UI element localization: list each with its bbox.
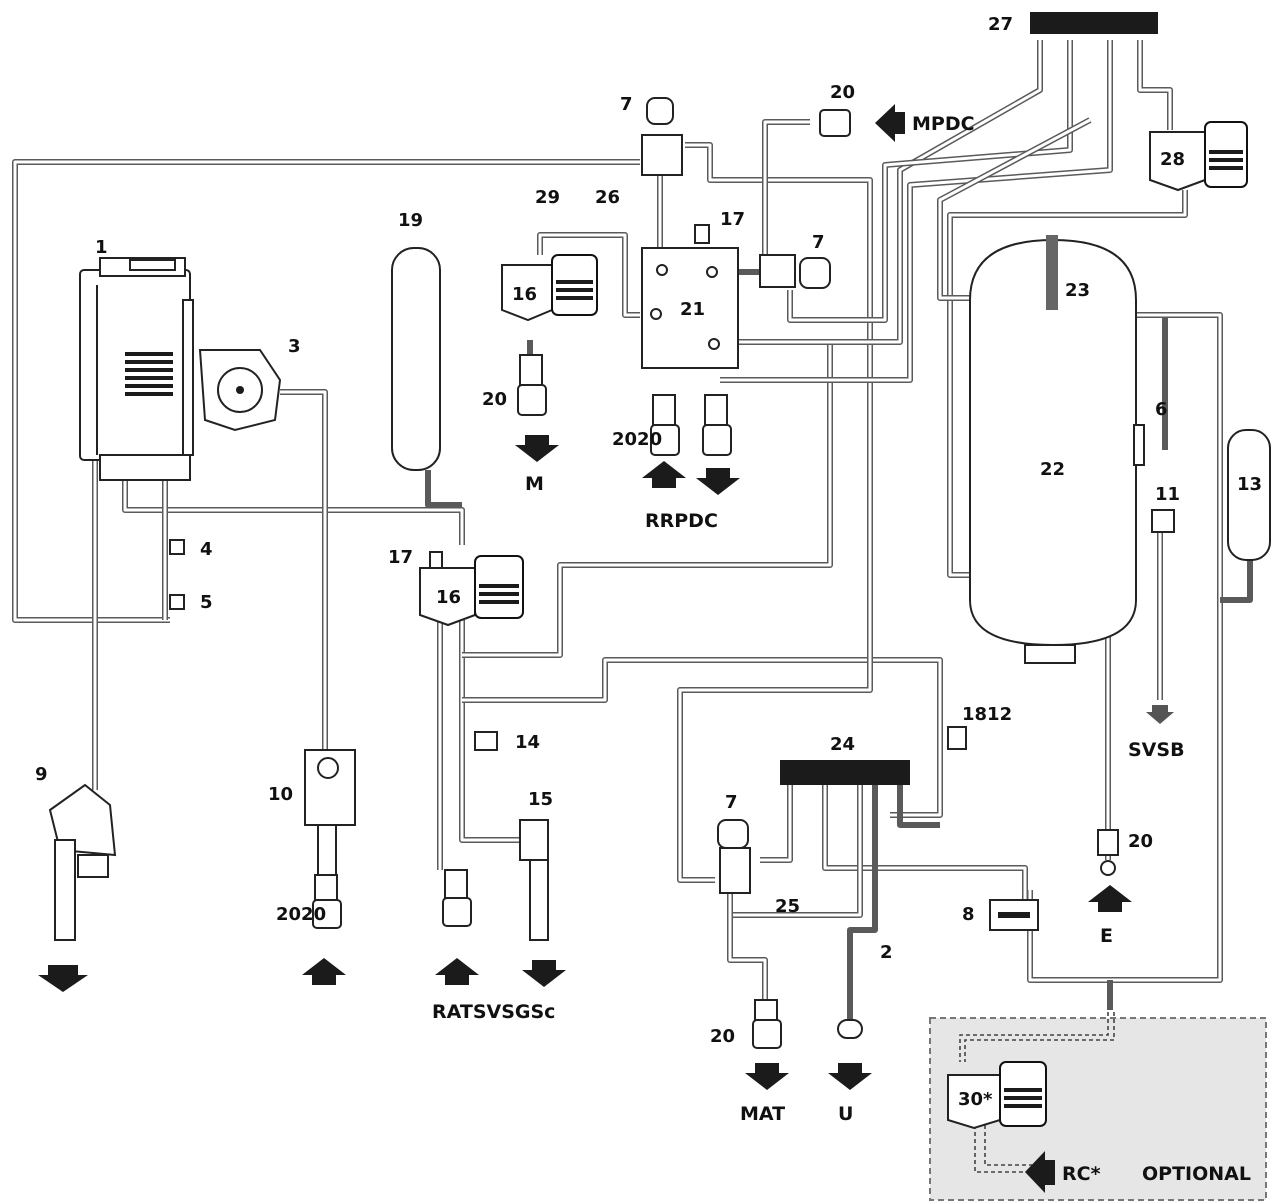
- fitting-valves: [169, 109, 1175, 1049]
- flow-label-e: E: [1100, 925, 1113, 947]
- three-way-valve-7-bottom: [717, 819, 751, 894]
- arrow-down-icon: [38, 965, 88, 992]
- boiler-grille: [125, 352, 173, 396]
- label-17-upper: 17: [720, 209, 745, 230]
- component-labels: 1 3 4 5 9 10 2020 19 17 16 14 15 7 29 26…: [35, 14, 1262, 1110]
- label-15: 15: [528, 789, 553, 810]
- label-3: 3: [288, 336, 301, 357]
- label-11: 11: [1155, 484, 1180, 505]
- arrow-up-icon: [435, 958, 479, 985]
- manifold-24: [780, 760, 910, 785]
- flow-label-ratsvsgsc: RATSVSGSc: [432, 1001, 555, 1023]
- label-29: 29: [535, 187, 560, 208]
- arrow-up-icon: [1088, 885, 1132, 912]
- label-4: 4: [200, 539, 213, 560]
- flow-label-mpdc: MPDC: [912, 113, 975, 135]
- arrow-down-icon: [515, 435, 559, 462]
- label-27: 27: [988, 14, 1013, 35]
- arrow-left-icon: [875, 104, 905, 142]
- label-7-top: 7: [620, 94, 633, 115]
- gas-valve-10: [304, 749, 356, 876]
- three-way-valve-7-top: [641, 97, 683, 176]
- arrow-down-icon: [745, 1063, 789, 1090]
- flow-label-svsb: SVSB: [1128, 739, 1185, 761]
- solenoid-valve-28: [1149, 121, 1248, 192]
- label-16-upper: 16: [512, 284, 537, 305]
- flow-label-rc: RC*: [1062, 1163, 1101, 1185]
- condensate-drain-9: [48, 783, 117, 941]
- label-5: 5: [200, 592, 213, 613]
- flow-label-rrpdc: RRPDC: [645, 510, 718, 532]
- label-24: 24: [830, 734, 855, 755]
- label-13: 13: [1237, 474, 1262, 495]
- three-way-valve-7-right: [759, 254, 831, 289]
- manifold-27: [1030, 12, 1158, 34]
- label-28: 28: [1160, 149, 1185, 170]
- label-7-right: 7: [812, 232, 825, 253]
- optional-label: OPTIONAL: [1142, 1163, 1251, 1185]
- flow-label-m: M: [525, 473, 544, 495]
- label-2020-left: 2020: [276, 904, 326, 925]
- fan-component: [198, 349, 282, 432]
- label-9: 9: [35, 764, 48, 785]
- label-1: 1: [95, 237, 108, 258]
- label-20-mat: 20: [710, 1026, 735, 1047]
- flow-label-u: U: [838, 1103, 853, 1125]
- solenoid-valve-30: [947, 1061, 1047, 1130]
- arrow-down-icon: [828, 1063, 872, 1090]
- pipe-network: [12, 40, 1253, 1173]
- label-2020-rrpdc: 2020: [612, 429, 662, 450]
- expansion-vessel-19: [391, 247, 441, 471]
- label-22: 22: [1040, 459, 1065, 480]
- label-26: 26: [595, 187, 620, 208]
- label-1812: 1812: [962, 704, 1012, 725]
- label-10: 10: [268, 784, 293, 805]
- label-25: 25: [775, 896, 800, 917]
- expansion-vessel-13: [1227, 429, 1271, 561]
- label-2: 2: [880, 942, 893, 963]
- arrow-up-icon: [642, 461, 686, 488]
- flow-label-mat: MAT: [740, 1103, 785, 1125]
- arrow-left-icon: [1025, 1151, 1055, 1193]
- label-6: 6: [1155, 399, 1168, 420]
- solenoid-valve-16-lower: [419, 555, 524, 627]
- label-19: 19: [398, 210, 423, 231]
- arrow-down-icon: [1146, 705, 1174, 724]
- flow-sensor-8: [989, 899, 1039, 931]
- arrow-up-icon: [302, 958, 346, 985]
- flow-arrows: [38, 104, 1174, 1193]
- storage-tank-22: [969, 235, 1145, 664]
- arrow-down-icon: [522, 960, 566, 987]
- label-23: 23: [1065, 280, 1090, 301]
- label-8: 8: [962, 904, 975, 925]
- label-20-e: 20: [1128, 831, 1153, 852]
- label-16-lower: 16: [436, 587, 461, 608]
- solenoid-valve-16-upper: [501, 254, 598, 322]
- label-17-lower: 17: [388, 547, 413, 568]
- label-7-bottom: 7: [725, 792, 738, 813]
- boiler-component: [79, 257, 194, 481]
- label-21: 21: [680, 299, 705, 320]
- label-20-m: 20: [482, 389, 507, 410]
- flow-labels: MPDC M RRPDC SVSB RATSVSGSc MAT U E RC* …: [432, 113, 1251, 1185]
- arrow-down-icon: [696, 468, 740, 495]
- label-14: 14: [515, 732, 540, 753]
- label-30: 30*: [958, 1089, 993, 1110]
- label-20-mpdc: 20: [830, 82, 855, 103]
